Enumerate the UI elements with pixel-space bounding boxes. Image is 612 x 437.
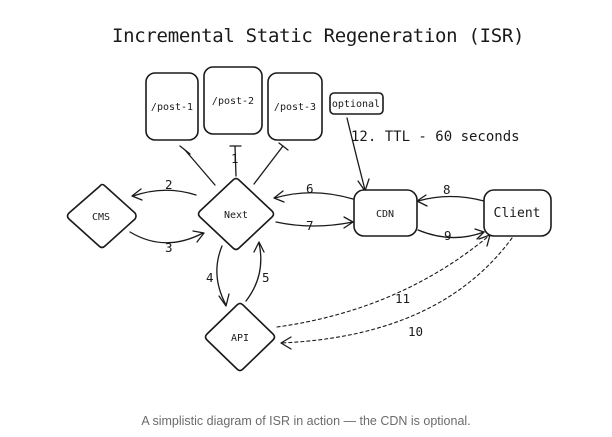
arrow-4-next-to-api [216,245,230,307]
optional-label: optional [332,99,380,110]
arrow-7-next-to-cdn [275,216,354,229]
edge-label-8: 8 [443,182,451,197]
cms-node: CMS [66,183,137,249]
next-to-post-connectors [179,142,289,186]
edge-label-10: 10 [408,324,423,339]
edge-label-4: 4 [206,270,214,285]
edge-label-1: 1 [231,151,239,166]
cdn-label: CDN [376,209,394,220]
cdn-node: CDN [353,189,418,237]
optional-node: optional [329,92,384,115]
client-node: Client [483,189,552,237]
post-3-node: /post-3 [267,72,323,141]
post-1-node: /post-1 [145,72,199,141]
figure-caption: A simplistic diagram of ISR in action — … [141,414,471,428]
arrow-6-cdn-to-next [273,190,354,203]
edge-label-7: 7 [306,218,314,233]
post-2-label: /post-2 [212,96,254,107]
arrow-5-api-to-next [245,241,265,302]
arrow-9-cdn-to-client [417,228,485,240]
arrow-10-client-to-api [280,237,513,350]
edge-label-9: 9 [444,228,452,243]
api-node: API [204,302,276,372]
next-node: Next [197,177,275,251]
arrow-2-next-to-cms [131,188,197,201]
post-3-label: /post-3 [274,102,316,113]
edge-label-11: 11 [395,291,410,306]
ttl-note: 12. TTL - 60 seconds [351,129,520,145]
edge-label-5: 5 [262,270,270,285]
diagram-title: Incremental Static Regeneration (ISR) [112,25,524,47]
edge-label-3: 3 [165,240,173,255]
arrow-3-cms-to-next [129,230,205,244]
edge-label-6: 6 [306,181,314,196]
next-label: Next [224,210,248,221]
client-label: Client [494,206,541,221]
post-2-node: /post-2 [203,66,263,135]
arrow-11-api-to-client [276,234,491,328]
cms-label: CMS [92,212,110,223]
edge-label-2: 2 [165,177,173,192]
post-1-label: /post-1 [151,102,193,113]
api-label: API [231,333,249,344]
